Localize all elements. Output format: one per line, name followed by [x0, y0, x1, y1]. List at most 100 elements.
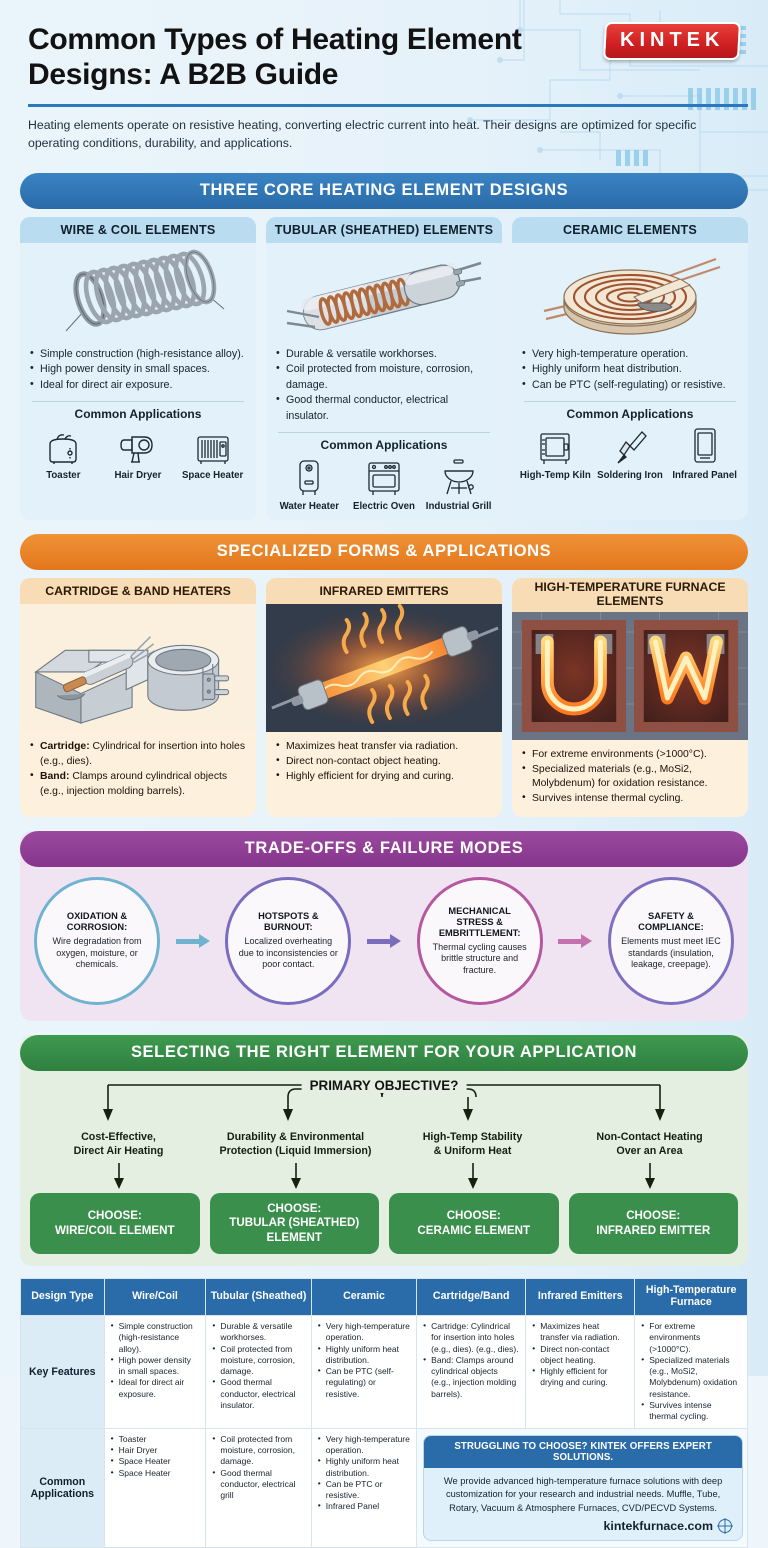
apps-list: High-Temp Kiln Soldering Iron	[512, 424, 748, 489]
flow-arrow-icon	[558, 934, 593, 949]
app-label: Toaster	[46, 470, 81, 482]
bullet: Band: Clamps around cylindrical objects …	[30, 769, 246, 800]
card-ceramic[interactable]: CERAMIC ELEMENTS	[512, 216, 748, 521]
cell-key-features-wire-coil: Simple construction (high-resistance all…	[103, 1315, 207, 1429]
infrared-emitter-illustration	[266, 604, 502, 733]
page-subtitle: Heating elements operate on resistive he…	[28, 118, 697, 151]
node-title: SAFETY & COMPLIANCE:	[638, 911, 704, 933]
water-heater-icon	[291, 455, 327, 497]
tradeoff-node-oxidation[interactable]: OXIDATION & CORROSION: Wire degradation …	[34, 877, 160, 1006]
cta-url-text[interactable]: kintekfurnace.com	[603, 1519, 714, 1534]
node-title: OXIDATION & CORROSION:	[66, 911, 128, 933]
app-kiln: High-Temp Kiln	[518, 424, 592, 481]
choice-wire-coil[interactable]: CHOOSE: WIRE/COIL ELEMENT	[30, 1192, 200, 1255]
decision-down-arrows	[20, 1159, 748, 1191]
card-furnace-elements-bullets: For extreme environments (>1000°C). Spec…	[512, 740, 748, 817]
app-water-heater: Water Heater	[272, 455, 346, 512]
logo-text: KINTEK	[619, 29, 725, 51]
th-tubular: Tubular (Sheathed)	[205, 1278, 312, 1316]
rowhead-key-features: Key Features	[20, 1315, 105, 1429]
bullet: Durable & versatile workhorses.	[276, 346, 492, 363]
apps-title: Common Applications	[74, 407, 202, 422]
choice-ceramic[interactable]: CHOOSE: CERAMIC ELEMENT	[389, 1192, 559, 1255]
section-core-designs: THREE CORE HEATING ELEMENT DESIGNS WIRE …	[20, 172, 748, 521]
app-soldering-iron: Soldering Iron	[593, 424, 667, 481]
card-furnace-elements-title: HIGH-TEMPERATURE FURNACE ELEMENTS	[512, 578, 748, 612]
cell-bullet: Survives intense thermal cycling.	[641, 1399, 741, 1423]
bullet-lead: Cartridge:	[40, 741, 90, 753]
cell-bullet: Maximizes heat transfer via radiation.	[532, 1320, 628, 1344]
bullet: Ideal for direct air exposure.	[30, 377, 246, 394]
section-specialized-forms: SPECIALIZED FORMS & APPLICATIONS CARTRID…	[20, 534, 748, 818]
tradeoffs-flow: OXIDATION & CORROSION: Wire degradation …	[20, 867, 748, 1009]
rowhead-common-applications: Common Applications	[20, 1427, 105, 1548]
apps-list: Water Heater Electric Ove	[266, 455, 502, 520]
card-ceramic-title: CERAMIC ELEMENTS	[512, 216, 748, 243]
cta-url-row[interactable]: kintekfurnace.com	[424, 1517, 742, 1540]
cell-bullet: Coil protected from moisture, corrosion,…	[212, 1343, 304, 1378]
cell-bullet: Direct non-contact object heating.	[532, 1343, 628, 1367]
tubular-illustration	[266, 243, 502, 343]
kiln-icon	[535, 424, 575, 466]
cell-bullet: Highly uniform heat distribution.	[318, 1455, 410, 1479]
app-label: Hair Dryer	[114, 470, 162, 482]
cell-apps-ceramic: Very high-temperature operation. Highly …	[310, 1427, 418, 1548]
cell-bullet: Highly efficient for drying and curing.	[532, 1365, 628, 1389]
card-furnace-elements[interactable]: HIGH-TEMPERATURE FURNACE ELEMENTS	[512, 578, 748, 818]
app-infrared-panel: Infrared Panel	[668, 424, 742, 481]
card-tubular[interactable]: TUBULAR (SHEATHED) ELEMENTS	[266, 216, 502, 521]
th-infrared-emitters: Infrared Emitters	[525, 1278, 636, 1316]
core-designs-banner: THREE CORE HEATING ELEMENT DESIGNS	[20, 172, 748, 209]
th-ceramic: Ceramic	[310, 1278, 418, 1316]
th-design-type: Design Type	[20, 1278, 105, 1316]
card-wire-coil-bullets: Simple construction (high-resistance all…	[20, 343, 256, 396]
cell-bullet: Can be PTC or resistive.	[318, 1478, 410, 1502]
bullet: For extreme environments (>1000°C).	[522, 747, 738, 763]
globe-icon	[718, 1519, 732, 1534]
cell-bullet: Specialized materials (e.g., MoSi2, Moly…	[641, 1354, 741, 1400]
card-wire-coil[interactable]: WIRE & COIL ELEMENTS	[20, 216, 256, 521]
comparison-table: Design Type Wire/Coil Tubular (Sheathed)…	[20, 1278, 748, 1548]
cell-bullet: Very high-temperature operation.	[318, 1320, 410, 1344]
cell-bullet: Very high-temperature operation.	[318, 1433, 410, 1457]
card-tubular-bullets: Durable & versatile workhorses. Coil pro…	[266, 343, 502, 427]
card-cartridge-band[interactable]: CARTRIDGE & BAND HEATERS	[20, 578, 256, 818]
objective-non-contact: Non-Contact Heating Over an Area	[596, 1131, 703, 1157]
bullet: Maximizes heat transfer via radiation.	[276, 739, 492, 755]
bullet: Highly efficient for drying and curing.	[276, 769, 492, 785]
cell-bullet: Space Heater	[111, 1467, 200, 1479]
cell-bullet: Space Heater	[111, 1455, 200, 1467]
choice-tubular[interactable]: CHOOSE: TUBULAR (SHEATHED) ELEMENT	[209, 1192, 379, 1255]
cell-bullet: Hair Dryer	[111, 1444, 200, 1456]
cta-box[interactable]: STRUGGLING TO CHOOSE? KINTEK OFFERS EXPE…	[423, 1434, 743, 1542]
tradeoff-node-safety[interactable]: SAFETY & COMPLIANCE: Elements must meet …	[607, 877, 734, 1006]
toaster-icon	[43, 424, 83, 466]
table-row: Common Applications Toaster Hair Dryer S…	[20, 1427, 748, 1548]
node-body: Elements must meet IEC standards (insula…	[621, 936, 721, 970]
tradeoff-node-hotspots[interactable]: HOTSPOTS & BURNOUT: Localized overheatin…	[225, 877, 352, 1006]
down-arrow-icon	[207, 1162, 384, 1189]
bullet: Simple construction (high-resistance all…	[30, 346, 246, 363]
card-wire-coil-title: WIRE & COIL ELEMENTS	[20, 216, 256, 243]
card-infrared-emitters[interactable]: INFRARED EMITTERS	[266, 578, 502, 818]
card-cartridge-band-title: CARTRIDGE & BAND HEATERS	[20, 578, 256, 605]
cta-body: We provide advanced high-temperature fur…	[443, 1475, 723, 1513]
grill-icon	[439, 455, 479, 497]
cell-bullet: Can be PTC (self-regulating) or resistiv…	[318, 1365, 410, 1400]
tradeoffs-banner: TRADE-OFFS & FAILURE MODES	[20, 831, 748, 868]
app-label: Electric Oven	[353, 501, 415, 513]
decision-objectives: Cost-Effective, Direct Air Heating Durab…	[20, 1131, 748, 1159]
app-toaster: Toaster	[26, 424, 100, 481]
app-label: Water Heater	[279, 501, 340, 513]
th-wire-coil: Wire/Coil	[103, 1278, 207, 1316]
cell-bullet: Band: Clamps around cylindrical objects …	[423, 1354, 519, 1400]
cell-bullet: Highly uniform heat distribution.	[318, 1343, 410, 1367]
choice-infrared[interactable]: CHOOSE: INFRARED EMITTER	[568, 1192, 738, 1255]
space-heater-icon	[193, 424, 233, 466]
selection-banner: SELECTING THE RIGHT ELEMENT FOR YOUR APP…	[20, 1035, 748, 1072]
tradeoff-node-mechanical-stress[interactable]: MECHANICAL STRESS & EMBRITTLEMENT: Therm…	[416, 877, 543, 1006]
decision-root-label: PRIMARY OBJECTIVE?	[301, 1078, 467, 1094]
cell-bullet: High power density in small spaces.	[111, 1354, 200, 1378]
node-title: HOTSPOTS & BURNOUT:	[258, 911, 319, 933]
cell-apps-tubular: Coil protected from moisture, corrosion,…	[205, 1427, 312, 1548]
